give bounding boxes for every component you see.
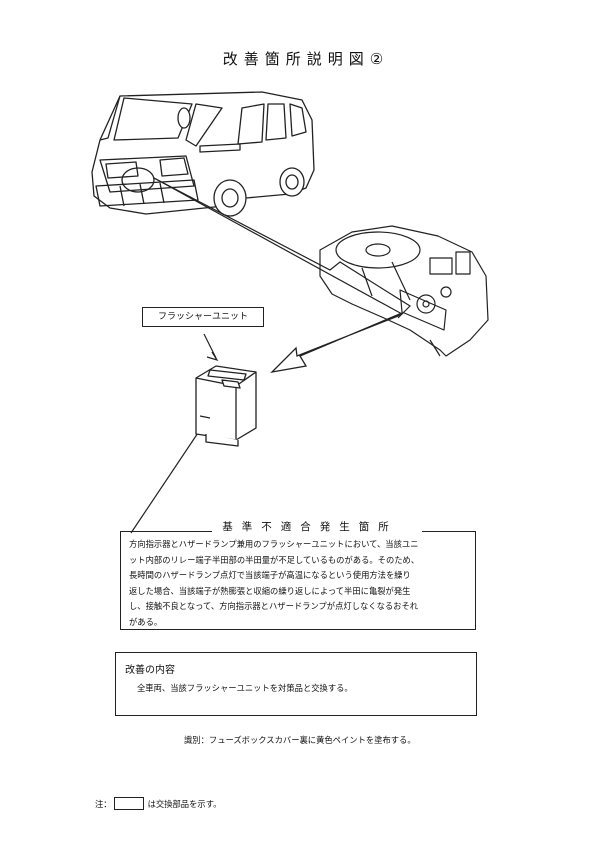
note: 注： は交換部品を示す。	[95, 797, 221, 810]
box-top-border-left	[120, 531, 212, 532]
text-line: 長時間のハザードランプ点灯で当該端子が高温になるという使用方法を繰り	[129, 570, 411, 581]
van-illustration	[91, 91, 315, 217]
flasher-unit-icon	[195, 365, 257, 447]
nonconformity-text: 方向指示器とハザードランプ兼用のフラッシャーユニットにおいて、当該ユニ ット内部…	[129, 537, 467, 631]
dashboard-illustration	[319, 225, 489, 357]
text-line: がある。	[129, 616, 163, 627]
text-line: 返した場合、当該端子が熱膨張と収縮の繰り返しによって半田に亀裂が発生	[129, 585, 411, 596]
box-top-border-right	[422, 531, 476, 532]
note-suffix: は交換部品を示す。	[147, 798, 222, 809]
nonconformity-box: 方向指示器とハザードランプ兼用のフラッシャーユニットにおいて、当該ユニ ット内部…	[120, 531, 476, 631]
flasher-unit-label: フラッシャーユニット	[142, 307, 264, 327]
text-line: ット内部のリレー端子半田部の半田量が不足しているものがある。そのため、	[129, 554, 420, 565]
text-line: 方向指示器とハザードランプ兼用のフラッシャーユニットにおいて、当該ユニ	[129, 539, 419, 549]
identification-text: 識別：フューズボックスカバー裏に黄色ペイントを塗布する。	[184, 735, 416, 745]
improvement-box: 改善の内容 全車両、当該フラッシャーユニットを対策品と交換する。	[115, 652, 477, 716]
pointer-arrow	[270, 312, 403, 373]
replacement-part-swatch	[113, 797, 144, 810]
improvement-title: 改善の内容	[125, 665, 175, 676]
note-prefix: 注：	[95, 798, 112, 809]
text-line: し、接触不良となって、方向指示器とハザードランプが点灯しなくなるおそれ	[129, 601, 419, 612]
improvement-text: 全車両、当該フラッシャーユニットを対策品と交換する。	[137, 683, 353, 693]
page-title: 改善箇所説明図②	[222, 50, 390, 68]
nonconformity-heading: 基準不適合発生箇所	[222, 521, 398, 533]
